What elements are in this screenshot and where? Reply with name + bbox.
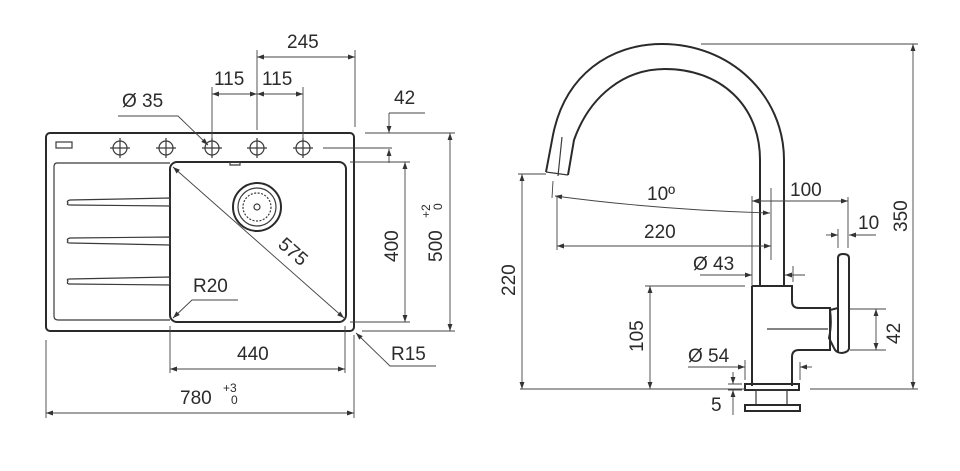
tap-hole-icon [156, 138, 176, 158]
dim-hole-spacing-2: 115 [262, 69, 292, 90]
drainboard-ribs [66, 197, 171, 286]
base-plate [744, 404, 801, 412]
dim-handle-height: 42 [884, 323, 905, 344]
base-stem [755, 389, 788, 406]
dim-body-diameter: Ø 43 [693, 254, 734, 275]
dim-swivel-angle: 10º [647, 184, 675, 205]
drain-strainer-icon [232, 182, 282, 232]
dim-bowl-depth: 400 [382, 230, 403, 262]
base-nut [744, 383, 800, 391]
dim-corner-radius: R15 [391, 344, 426, 365]
tap-hole-icon [110, 138, 130, 158]
sink-outline [45, 132, 355, 332]
dim-bowl-width: 440 [237, 344, 269, 365]
faucet-body [751, 285, 831, 386]
dim-bowl-radius: R20 [193, 276, 228, 297]
dim-handle-width: 10 [858, 213, 879, 234]
sink-logo-plate [55, 141, 73, 149]
dim-overall-width-tol-lower: 0 [231, 393, 238, 407]
dim-total-height: 350 [891, 200, 912, 232]
sink-drawing: 575 R20 440 780 +3 0 R15 400 500 +2 0 42 [45, 32, 455, 418]
dim-spout-reach: 220 [644, 222, 676, 243]
dim-hole-diameter: Ø 35 [122, 91, 163, 112]
tap-hole-icon [247, 138, 267, 158]
spout-inner [567, 67, 761, 286]
dim-bowl-diagonal: 575 [274, 234, 312, 271]
dim-handle-offset: 100 [790, 180, 822, 201]
drainboard [53, 162, 170, 321]
overflow-slot [229, 161, 241, 166]
dim-overall-width-tol-upper: +3 [223, 381, 237, 395]
faucet-handle [827, 252, 850, 355]
tap-hole-icon [202, 138, 222, 158]
faucet-drawing: 350 220 10º 220 100 10 Ø 43 105 [499, 42, 918, 416]
dim-overall-depth: 500 [426, 230, 447, 262]
dim-overall-width: 780 [180, 388, 212, 409]
dim-hole-spacing-1: 115 [214, 69, 244, 90]
spout-outer [545, 42, 785, 286]
tap-hole-icon [293, 138, 313, 158]
dim-base-diameter: Ø 54 [688, 346, 730, 367]
dim-hole-edge-distance: 42 [394, 88, 415, 109]
tap-holes [110, 138, 313, 158]
dim-overall-depth-tol-lower: 0 [431, 203, 445, 210]
dim-spout-height: 220 [499, 264, 520, 296]
dim-hole-offset: 245 [287, 32, 319, 53]
dim-overall-depth-tol-upper: +2 [419, 204, 433, 218]
dim-body-height: 105 [627, 320, 648, 352]
dim-base-thickness: 5 [711, 395, 722, 416]
